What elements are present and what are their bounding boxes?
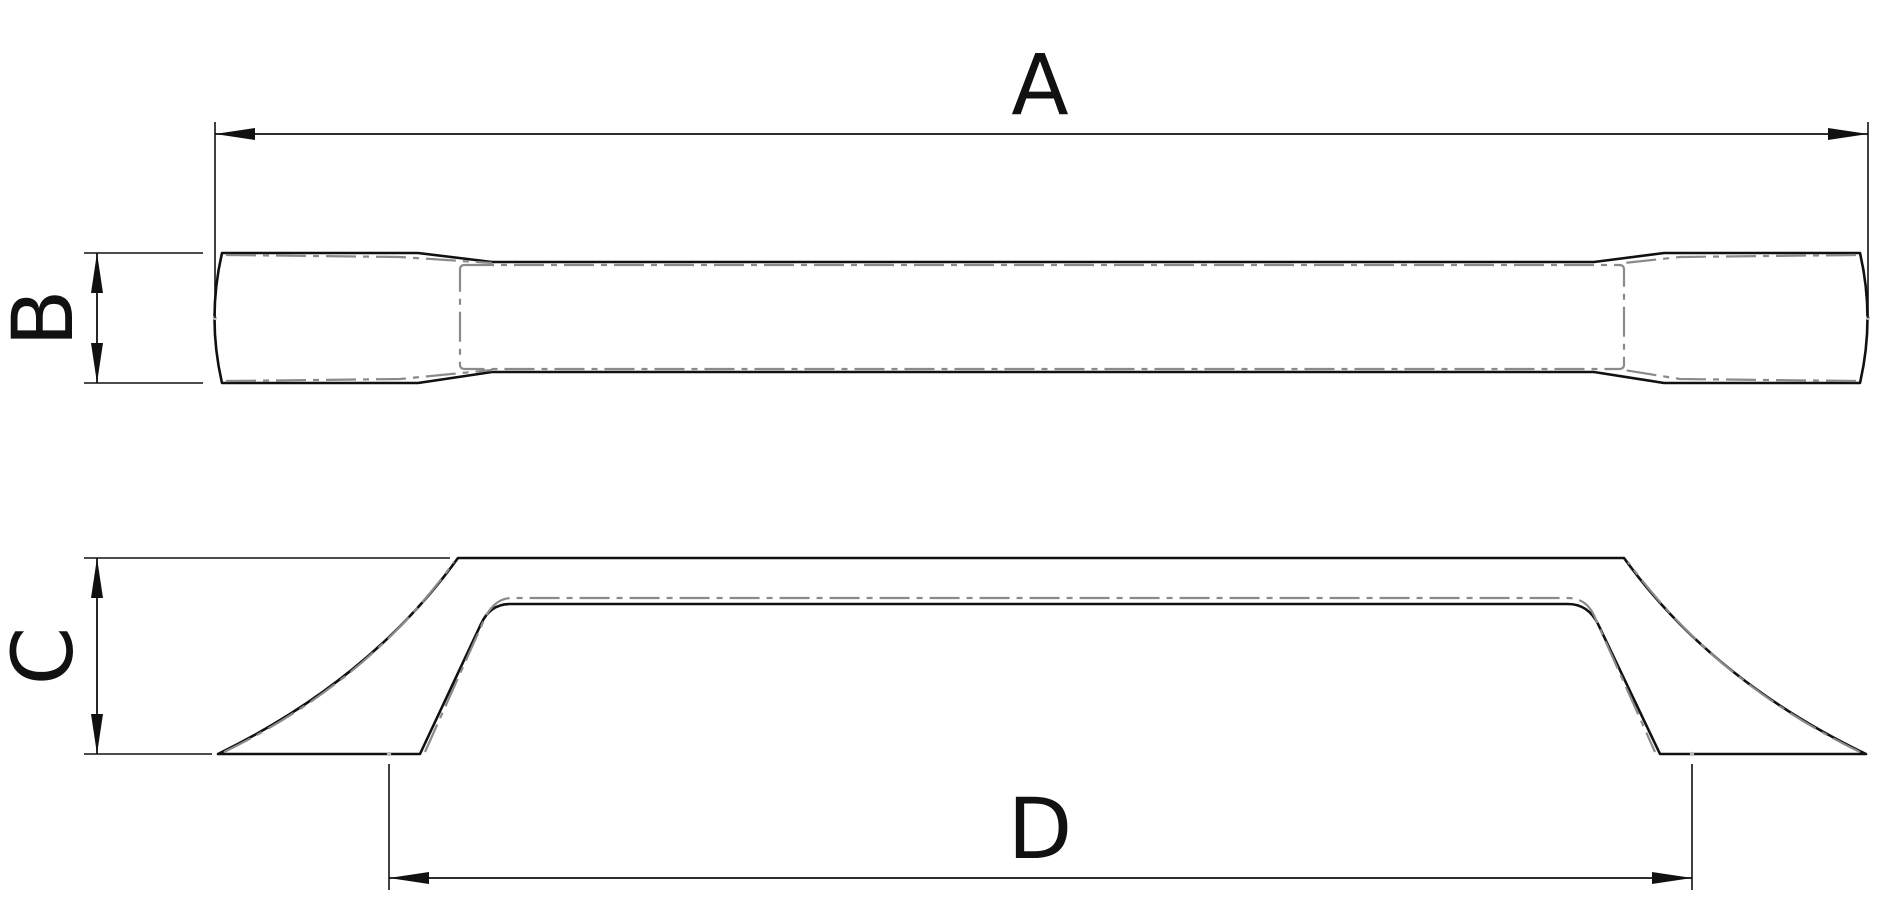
dimension-c: C [0,557,450,755]
top-view-hidden-right-taper [1623,253,1857,383]
dimension-d-arrow-right [1652,872,1692,884]
side-view [216,556,1868,757]
dimension-b-label: B [0,289,92,347]
top-view-outline [213,251,1869,385]
top-view-hidden-left-taper [225,253,493,383]
dimension-c-arrow-bottom [91,714,103,754]
dimension-b: B [0,252,203,384]
top-view-hidden-center-rect [458,263,1626,371]
dimension-a-arrow-right [1828,128,1868,140]
dimension-d: D [388,764,1693,890]
dimension-a-label: A [1011,36,1068,134]
side-view-mount-point-left [386,751,392,757]
side-view-outline [216,556,1868,756]
side-view-hidden-inner [423,596,1657,753]
dimension-d-label: D [1008,780,1073,878]
side-view-hidden-outer-right [1627,561,1861,753]
dimension-c-arrow-top [91,558,103,598]
dimension-b-arrow-top [91,253,103,293]
dimension-d-arrow-left [389,872,429,884]
side-view-hidden-outer-left [223,561,455,753]
dimension-b-arrow-bottom [91,343,103,383]
side-view-mount-point-right [1689,751,1695,757]
dimension-a-arrow-left [215,128,255,140]
dimension-a: A [214,36,1869,318]
dimension-c-label: C [0,627,92,686]
top-view [213,251,1870,385]
